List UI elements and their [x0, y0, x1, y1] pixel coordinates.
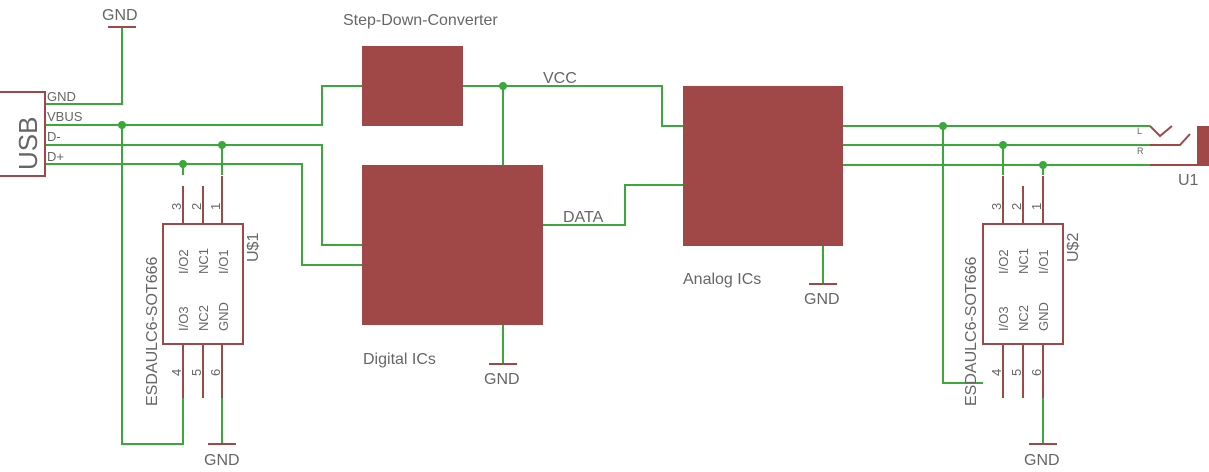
data-net-label: DATA — [563, 209, 604, 226]
pin-label: GND — [1036, 302, 1051, 331]
pin-label: GND — [216, 302, 231, 331]
jack-pin-l: L — [1137, 126, 1142, 136]
junction-dot — [118, 121, 126, 129]
wire-data — [543, 184, 683, 226]
pin-label: NC1 — [196, 248, 211, 274]
esd-chip-u2: 3 2 1 4 5 6 I/O2 NC1 I/O1 I/O3 NC2 GND U… — [963, 176, 1082, 406]
analog-ics: Analog ICs — [683, 86, 843, 288]
junction-dot — [939, 122, 947, 130]
pin-number: 6 — [208, 369, 223, 376]
gnd-label: GND — [1024, 452, 1060, 469]
pin-label: I/O3 — [996, 306, 1011, 331]
junction-dot — [218, 141, 226, 149]
wire-out-u2-4 — [942, 126, 983, 384]
pin-label: I/O1 — [216, 249, 231, 274]
junction-dot — [499, 82, 507, 90]
analog-label: Analog ICs — [683, 271, 761, 288]
jack-contact-l — [1149, 125, 1173, 138]
wires — [45, 27, 1150, 445]
junction-dot — [999, 141, 1007, 149]
pin-number: 5 — [189, 369, 204, 376]
analog-block — [683, 86, 843, 246]
jack-body — [1197, 126, 1209, 166]
gnd-symbol-analog: GND — [804, 283, 840, 308]
wire-vcc — [463, 85, 683, 127]
pin-number: 4 — [989, 369, 1004, 376]
pin-number: 4 — [169, 369, 184, 376]
step-down-block — [362, 46, 463, 126]
jack-contact-r — [1150, 133, 1191, 146]
pin-number: 2 — [1009, 203, 1024, 210]
digital-label: Digital ICs — [363, 351, 436, 368]
pin-number: 1 — [1029, 203, 1044, 210]
pin-number: 3 — [169, 203, 184, 210]
digital-block — [362, 165, 543, 325]
junctions — [118, 82, 1047, 169]
usb-connector: USB GND VBUS D- D+ — [0, 89, 83, 177]
gnd-symbol-top: GND — [102, 7, 138, 28]
wire-usb-gnd — [45, 27, 123, 105]
pin-label: I/O2 — [176, 249, 191, 274]
gnd-label: GND — [204, 452, 240, 469]
pin-number: 2 — [189, 203, 204, 210]
pin-label: NC2 — [196, 305, 211, 331]
pin-label: I/O3 — [176, 306, 191, 331]
chip-part: ESDAULC6-SOT666 — [144, 257, 161, 406]
pin-label: NC2 — [1016, 305, 1031, 331]
gnd-symbol-u1: GND — [204, 443, 240, 469]
esd-chip-u1: 3 2 1 4 5 6 I/O2 NC1 I/O1 I/O3 NC2 GND U… — [144, 176, 262, 406]
usb-pin-dminus: D- — [47, 129, 61, 144]
gnd-symbol-digital: GND — [484, 363, 520, 388]
gnd-label: GND — [484, 371, 520, 388]
wire-vbus — [45, 85, 362, 126]
gnd-label: GND — [804, 291, 840, 308]
wire-vbus-u1 — [121, 125, 184, 445]
wire-dplus — [45, 163, 362, 266]
chip-name: U$1 — [245, 233, 262, 262]
gnd-label: GND — [102, 7, 138, 24]
pin-label: I/O1 — [1036, 249, 1051, 274]
junction-dot — [179, 160, 187, 168]
vcc-net-label: VCC — [543, 70, 577, 87]
usb-pin-dplus: D+ — [47, 149, 64, 164]
chip-part: ESDAULC6-SOT666 — [963, 257, 980, 406]
usb-outline — [0, 91, 46, 177]
chip-name: U$2 — [1065, 233, 1082, 262]
digital-ics: Digital ICs — [362, 165, 543, 368]
pin-number: 5 — [1009, 369, 1024, 376]
wire-dminus — [45, 144, 362, 246]
pin-number: 3 — [989, 203, 1004, 210]
jack-name: U1 — [1178, 172, 1199, 189]
pin-number: 1 — [208, 203, 223, 210]
step-down-converter: Step-Down-Converter — [343, 12, 498, 126]
pin-label: I/O2 — [996, 249, 1011, 274]
pin-number: 6 — [1029, 369, 1044, 376]
jack-pin-r: R — [1137, 146, 1144, 156]
gnd-symbol-u2: GND — [1024, 443, 1060, 469]
usb-pin-vbus: VBUS — [47, 109, 83, 124]
junction-dot — [1039, 161, 1047, 169]
pin-label: NC1 — [1016, 248, 1031, 274]
step-down-label: Step-Down-Converter — [343, 12, 498, 29]
usb-label: USB — [13, 117, 43, 170]
audio-jack: L R U1 — [1137, 125, 1209, 189]
usb-pin-gnd: GND — [47, 89, 76, 104]
